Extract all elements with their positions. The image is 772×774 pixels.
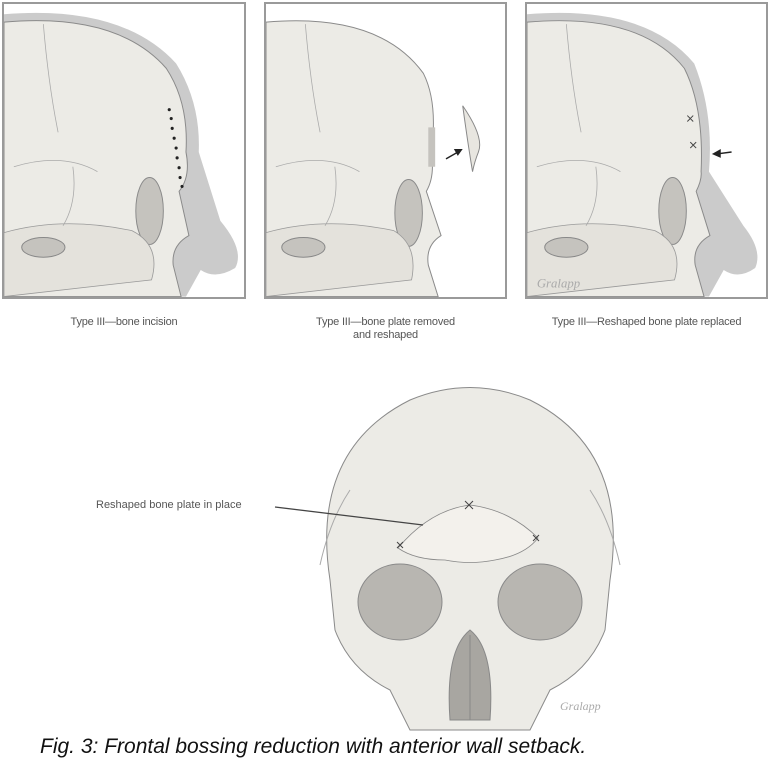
suture-icon [686, 115, 697, 149]
arrow-left-icon [711, 149, 732, 158]
panel-2-caption: Type III—bone plate removed and reshaped [264, 316, 507, 342]
panel-plate-removed [264, 2, 507, 299]
reshaped-bone-plate [397, 504, 539, 563]
signature: Gralapp [537, 277, 580, 291]
lateral-skull-illustration [4, 12, 238, 297]
panel-1-caption: Type III—bone incision [70, 316, 178, 328]
reshaped-plate-label: Reshaped bone plate in place [96, 499, 242, 511]
panel-2-caption-line-2: and reshaped [353, 329, 418, 341]
panel-2-caption-line-1: Type III—bone plate removed [316, 316, 455, 328]
suture-icon [396, 500, 540, 549]
incision-dots-icon [167, 108, 184, 188]
panel-3-caption: Type III—Reshaped bone plate replaced [551, 316, 742, 328]
signature: Gralapp [560, 699, 601, 713]
lateral-skull-illustration: Gralapp [527, 12, 758, 297]
panel-bone-incision [2, 2, 246, 299]
lateral-skull-illustration [266, 20, 481, 297]
frontal-skull-view: Gralapp [300, 370, 640, 735]
figure-caption: Fig. 3: Frontal bossing reduction with a… [40, 735, 587, 758]
arrow-right-icon [445, 149, 463, 160]
frontal-skull-illustration: Gralapp [319, 387, 621, 731]
bone-plate-icon [462, 105, 481, 172]
panel-plate-replaced: Gralapp [525, 2, 768, 299]
